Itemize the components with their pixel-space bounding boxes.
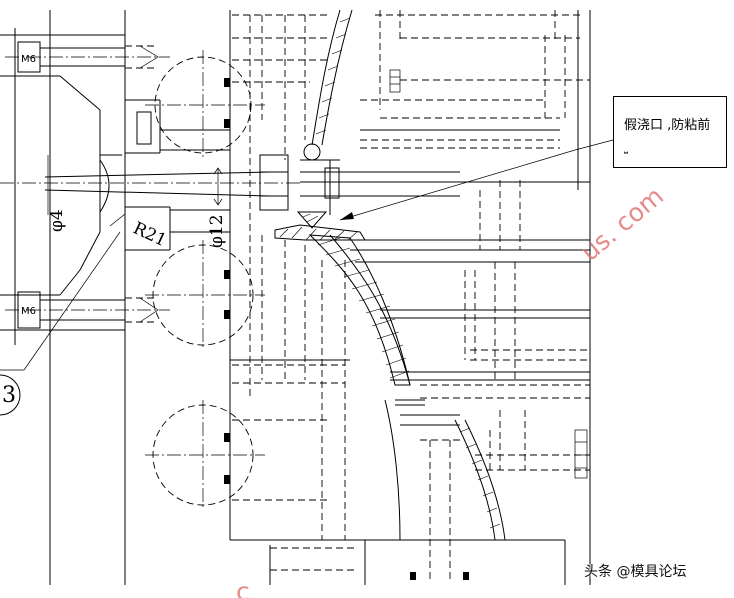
- label-m6-bottom: M6: [21, 306, 36, 317]
- annotation-note: 假浇口 ,防粘前 ⎵: [613, 96, 727, 168]
- label-r21: R21: [130, 218, 170, 251]
- sprue-bushing: [0, 155, 300, 227]
- annotation-note-sub: ⎵: [624, 143, 628, 154]
- label-m6-top: M6: [21, 54, 36, 65]
- source-credit: 头条 @模具论坛: [584, 564, 687, 580]
- label-dia4: φ4: [47, 209, 67, 232]
- cavity-insert: [308, 9, 506, 541]
- filled-marks: [224, 78, 469, 580]
- screw-bottom: [5, 291, 170, 329]
- watermark-bottom: c: [236, 577, 250, 598]
- right-plates: [269, 10, 591, 585]
- annotation-note-text: 假浇口 ,防粘前: [624, 118, 711, 133]
- item-balloon: [0, 374, 21, 416]
- leader-lines: [0, 139, 614, 416]
- labels: M6 M6 φ4 R21 φ12 3: [2, 54, 227, 408]
- guide-pin: [136, 111, 152, 145]
- label-item-number: 3: [2, 383, 16, 408]
- watermark-domain: us. com: [575, 181, 669, 266]
- false-gate: [274, 143, 590, 241]
- hidden-circles: [145, 50, 265, 510]
- left-plate: [0, 10, 365, 585]
- label-dia12: φ12: [207, 214, 227, 248]
- plate-hidden-lines: [230, 14, 350, 540]
- screw-top: [5, 41, 170, 73]
